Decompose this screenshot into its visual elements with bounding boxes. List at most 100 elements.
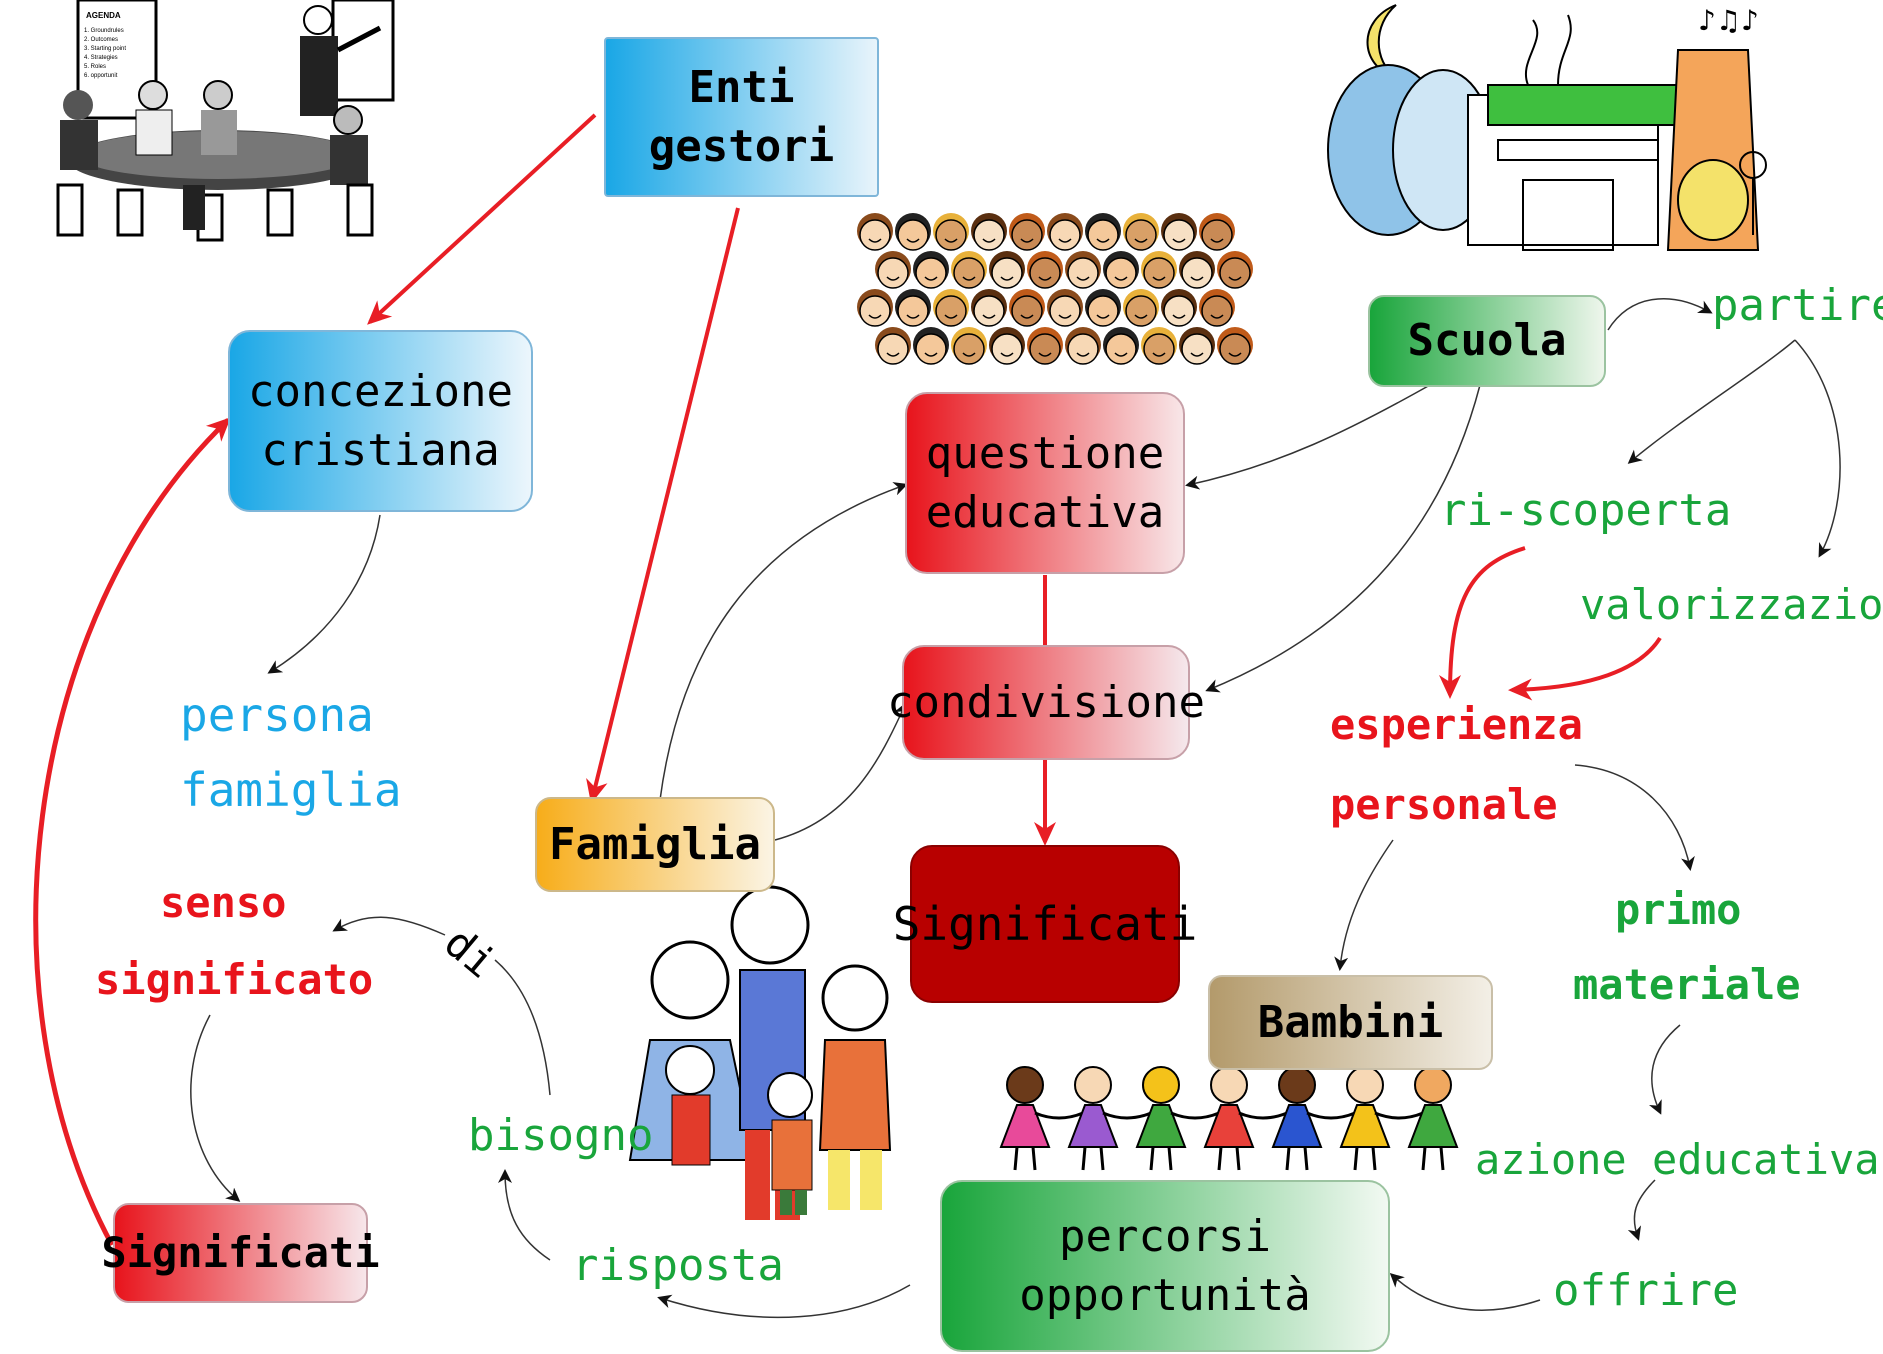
child-face xyxy=(935,219,967,251)
node-questione-educativa[interactable]: questione educativa xyxy=(905,392,1185,574)
child-face xyxy=(973,295,1005,327)
arrow-enti-famiglia xyxy=(586,207,740,804)
child-face xyxy=(1163,295,1195,327)
child-smile xyxy=(1190,352,1204,357)
child-face xyxy=(991,333,1023,365)
label-valorizzazione: valorizzazione xyxy=(1580,580,1883,629)
label-azione-educativa: azione educativa xyxy=(1475,1135,1880,1184)
percorsi-line2: opportunità xyxy=(1019,1270,1311,1321)
child-face xyxy=(1219,333,1251,365)
kid-body xyxy=(999,1104,1051,1148)
questione-line1: questione xyxy=(925,427,1165,479)
child-face xyxy=(859,219,891,251)
arrow-partire-valorizzazione xyxy=(1794,339,1841,558)
node-significati-left[interactable]: Significati xyxy=(101,1203,380,1303)
child-face xyxy=(935,295,967,327)
child-face xyxy=(1029,333,1061,365)
kid-arm xyxy=(1034,1111,1084,1120)
kid-arm xyxy=(1306,1111,1356,1120)
child-smile xyxy=(886,352,900,357)
child-face xyxy=(991,257,1023,289)
child-smile xyxy=(1114,276,1128,281)
arrow-azione-offrire xyxy=(1627,1179,1656,1241)
children-crowd-clipart xyxy=(857,213,1253,365)
arrow-percorsi-risposta xyxy=(657,1284,911,1319)
child-face xyxy=(859,295,891,327)
concezione-line1: concezione xyxy=(248,365,513,417)
enti-line2: gestori xyxy=(648,121,835,172)
agenda-item: 5. Roles xyxy=(84,64,106,70)
node-famiglia[interactable]: Famiglia xyxy=(535,797,775,892)
kid-legs xyxy=(1013,1146,1037,1171)
label-significato: significato xyxy=(95,955,374,1004)
family-drawing-clipart xyxy=(628,885,892,1220)
child-smile xyxy=(1020,314,1034,319)
kid-legs xyxy=(1285,1146,1309,1171)
child-face xyxy=(1029,257,1061,289)
arrow-famiglia-questione xyxy=(659,482,908,801)
child-smile xyxy=(886,276,900,281)
child-face xyxy=(1049,219,1081,251)
kid-body xyxy=(1203,1104,1255,1148)
arrow-partire-riscoperta xyxy=(1627,339,1796,464)
arrow-scuola-condivisione xyxy=(1205,384,1481,693)
agenda-item: 2. Outcomes xyxy=(84,37,118,43)
child-smile xyxy=(1096,314,1110,319)
child-face xyxy=(1201,295,1233,327)
child-face xyxy=(897,295,929,327)
child-smile xyxy=(1210,238,1224,243)
arrow-famiglia-condivisione xyxy=(774,702,907,841)
label-famiglia: famiglia xyxy=(180,763,402,817)
node-percorsi-opportunita[interactable]: percorsi opportunità xyxy=(940,1180,1390,1352)
kid-head xyxy=(1074,1066,1112,1104)
label-primo: primo xyxy=(1615,885,1742,934)
agenda-item: 1. Groundrules xyxy=(84,28,124,34)
child-face xyxy=(1067,257,1099,289)
child-face xyxy=(1067,333,1099,365)
child-face xyxy=(915,257,947,289)
arrow-significati-concezione xyxy=(33,417,231,1247)
child-face xyxy=(897,219,929,251)
child-smile xyxy=(868,314,882,319)
arrow-riscoperta-esperienza xyxy=(1439,546,1526,699)
arrow-bisogno-di xyxy=(494,959,551,1096)
child-smile xyxy=(1134,314,1148,319)
child-face xyxy=(877,257,909,289)
child-smile xyxy=(906,314,920,319)
child-smile xyxy=(868,238,882,243)
child-smile xyxy=(1134,238,1148,243)
node-condivisione[interactable]: condivisione xyxy=(887,645,1205,760)
arrow-valorizzazione-esperienza xyxy=(1508,636,1662,701)
significati-left-label: Significati xyxy=(101,1227,380,1277)
kid-head xyxy=(1006,1066,1044,1104)
arrow-esperienza-primo xyxy=(1574,764,1695,871)
child-smile xyxy=(1076,352,1090,357)
bambini-label: Bambini xyxy=(1257,996,1444,1048)
child-face xyxy=(1125,295,1157,327)
kid-legs xyxy=(1217,1146,1241,1171)
child-smile xyxy=(1096,238,1110,243)
node-bambini[interactable]: Bambini xyxy=(1208,975,1493,1070)
node-concezione-cristiana[interactable]: concezione cristiana xyxy=(228,330,533,512)
child-face xyxy=(1105,333,1137,365)
child-smile xyxy=(906,238,920,243)
kid-body xyxy=(1407,1104,1459,1148)
child-face xyxy=(1087,219,1119,251)
child-smile xyxy=(982,238,996,243)
node-enti-gestori[interactable]: Enti gestori xyxy=(604,37,879,197)
kid-arm xyxy=(1102,1111,1152,1120)
concezione-line2: cristiana xyxy=(261,425,500,476)
child-face xyxy=(973,219,1005,251)
arrow-esperienza-bambini xyxy=(1334,839,1394,971)
node-scuola[interactable]: Scuola xyxy=(1368,295,1606,387)
agenda-title: AGENDA xyxy=(86,11,121,20)
label-materiale: materiale xyxy=(1573,960,1801,1009)
label-risposta: risposta xyxy=(572,1240,784,1291)
kid-legs xyxy=(1081,1146,1105,1171)
famiglia-label: Famiglia xyxy=(549,818,761,870)
child-face xyxy=(1087,295,1119,327)
node-significati-center[interactable]: Significati xyxy=(893,845,1197,1003)
kid-head xyxy=(1346,1066,1384,1104)
child-face xyxy=(915,333,947,365)
